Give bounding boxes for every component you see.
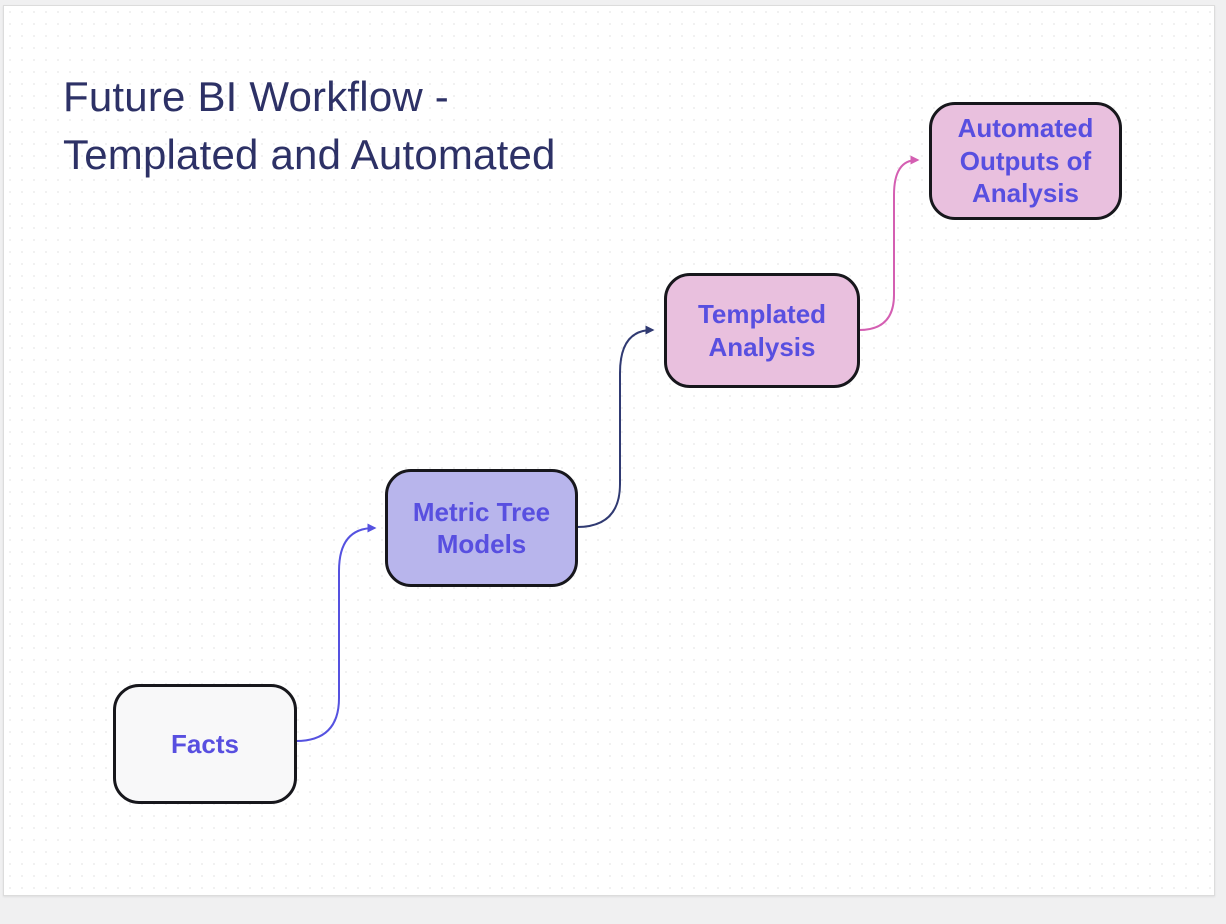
node-automated-outputs-label: Automated Outputs of Analysis	[957, 113, 1094, 209]
node-facts-label: Facts	[171, 728, 239, 759]
edge-metric-tree-models-to-templated-analysis	[576, 325, 655, 528]
node-automated-outputs[interactable]: Automated Outputs of Analysis	[929, 102, 1122, 220]
node-metric-tree-models[interactable]: Metric Tree Models	[385, 469, 578, 587]
node-templated-analysis-label: Templated Analysis	[697, 299, 827, 362]
node-templated-analysis[interactable]: Templated Analysis	[664, 273, 860, 388]
edge-templated-analysis-to-automated-outputs	[858, 155, 920, 331]
node-facts[interactable]: Facts	[113, 684, 297, 804]
edge-facts-to-metric-tree-models	[295, 523, 377, 742]
title-line-2: Templated and Automated	[63, 130, 556, 178]
diagram-title: Future BI Workflow - Templated and Autom…	[63, 68, 703, 183]
node-metric-tree-models-label: Metric Tree Models	[412, 496, 551, 560]
title-line-1: Future BI Workflow -	[63, 73, 449, 120]
diagram-canvas[interactable]: Future BI Workflow - Templated and Autom…	[3, 5, 1215, 896]
